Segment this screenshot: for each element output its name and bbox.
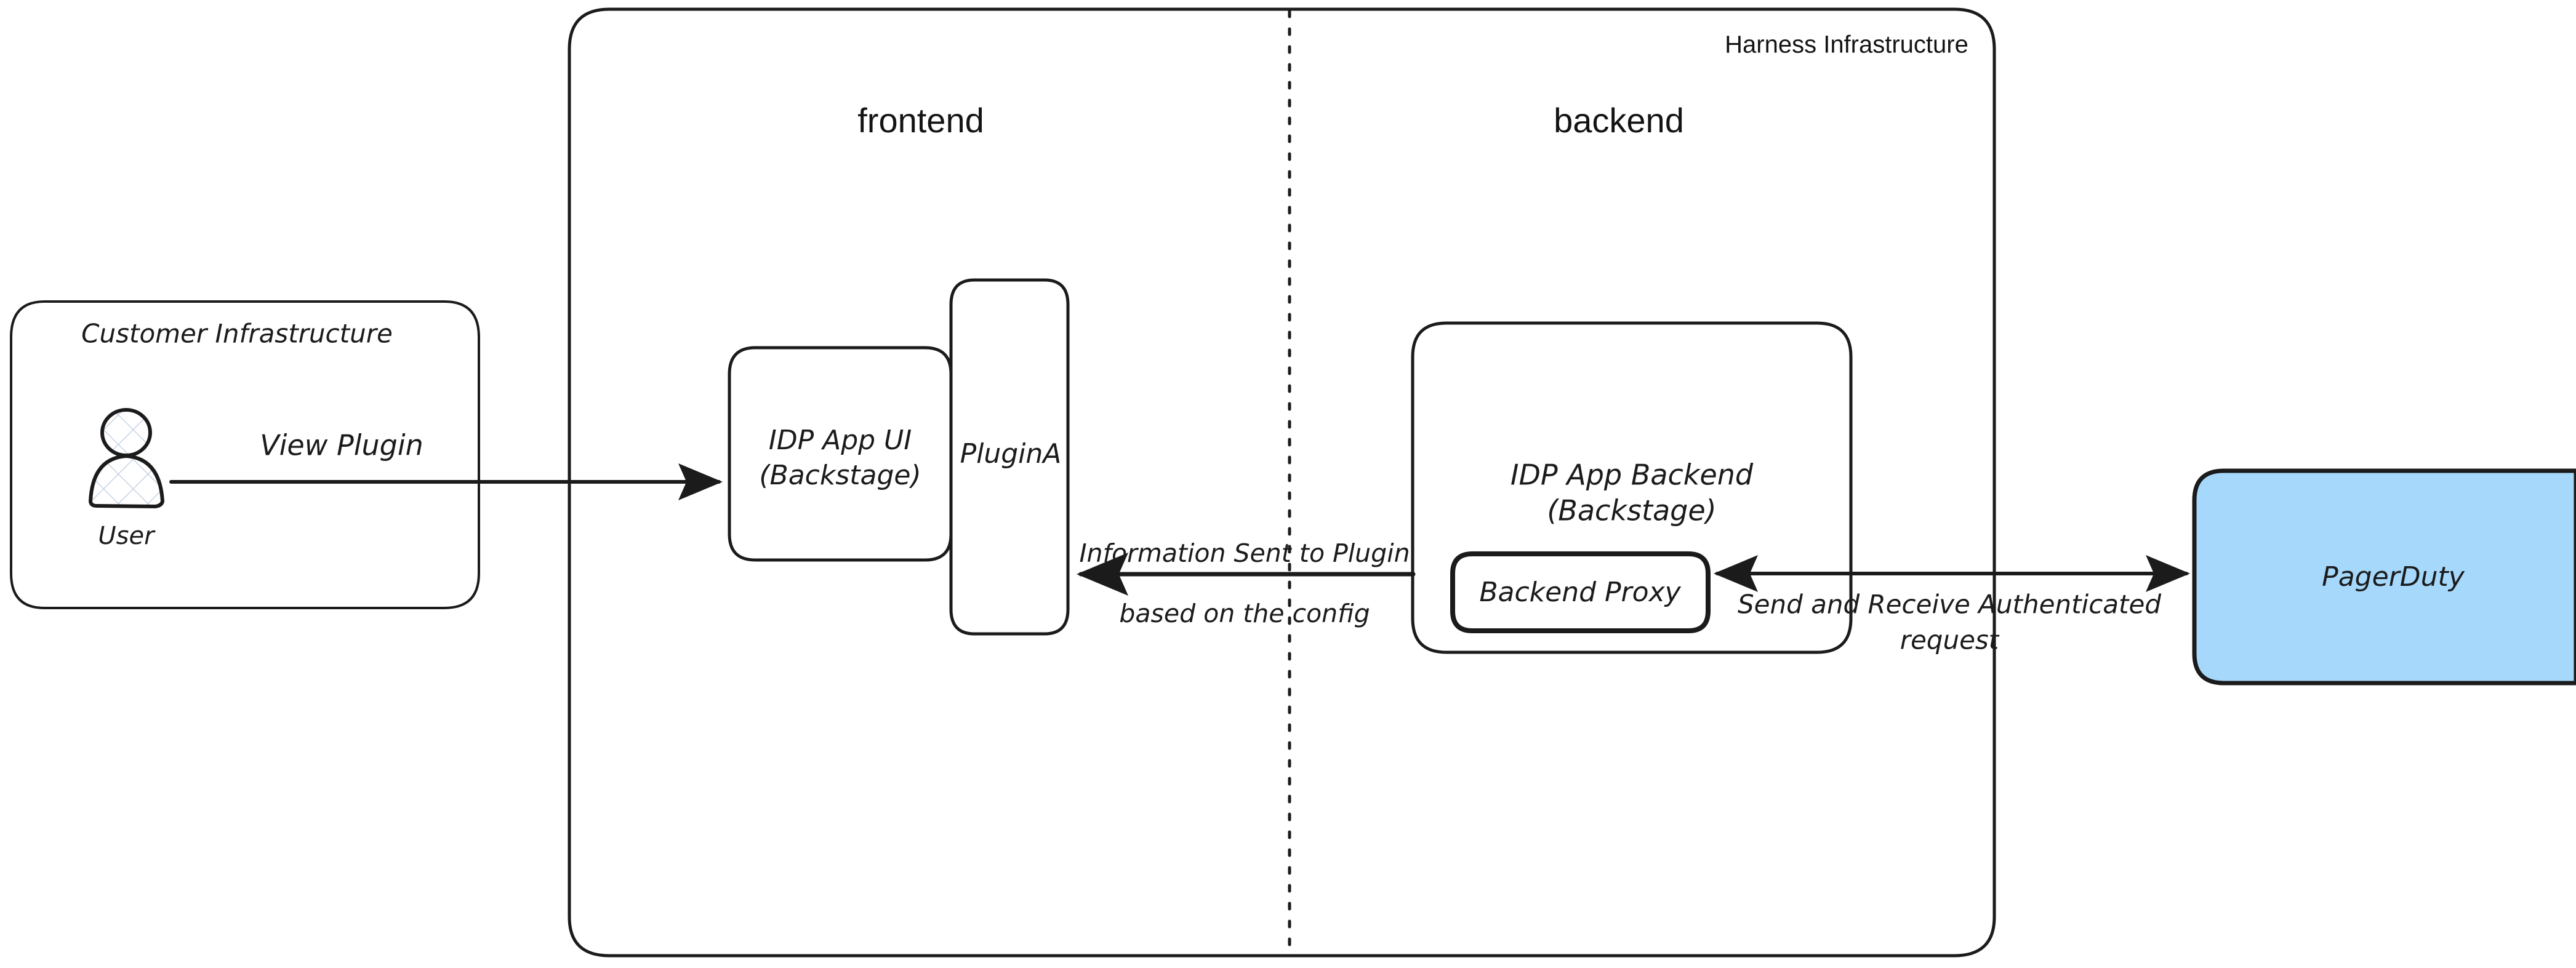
customer-infrastructure-label: Customer Infrastructure bbox=[81, 319, 393, 349]
harness-infrastructure-border bbox=[568, 7, 1996, 958]
plugin-a-border bbox=[949, 278, 1070, 636]
plugin-a-node[interactable]: PluginA bbox=[949, 278, 1070, 636]
backend-proxy-label: Backend Proxy bbox=[1479, 577, 1681, 608]
idp-app-backend-label-line1: IDP App Backend bbox=[1511, 458, 1754, 492]
backend-proxy-border bbox=[1450, 551, 1711, 633]
send-receive-authenticated-request-label-line1: Send and Receive Authenticated bbox=[1738, 590, 2161, 620]
idp-app-ui-label-line1: IDP App UI bbox=[769, 425, 912, 456]
zone-label-backend: backend bbox=[1554, 101, 1684, 140]
send-receive-authenticated-request-label-line2: request bbox=[1900, 625, 2000, 655]
view-plugin-label: View Plugin bbox=[260, 429, 423, 462]
user-head-icon bbox=[100, 408, 152, 457]
idp-app-ui-label-line2: (Backstage) bbox=[759, 460, 921, 491]
idp-app-ui-node[interactable]: IDP App UI (Backstage) bbox=[728, 346, 953, 562]
backend-proxy-node[interactable]: Backend Proxy bbox=[1450, 551, 1711, 633]
idp-app-ui-border bbox=[728, 346, 953, 562]
pagerduty-node[interactable]: PagerDuty bbox=[2192, 468, 2576, 686]
harness-infrastructure-container: Harness Infrastructure bbox=[568, 7, 1996, 958]
user-actor-label: User bbox=[98, 522, 156, 550]
customer-infrastructure-box: Customer Infrastructure bbox=[10, 300, 480, 609]
pagerduty-label: PagerDuty bbox=[2322, 561, 2465, 593]
idp-app-backend-label-line2: (Backstage) bbox=[1547, 494, 1716, 527]
plugin-a-label: PluginA bbox=[960, 438, 1062, 470]
zone-label-frontend: frontend bbox=[857, 101, 984, 140]
information-sent-to-plugin-label-line1: Information Sent to Plugin bbox=[1079, 538, 1410, 568]
edge-view-plugin: View Plugin bbox=[169, 429, 723, 500]
harness-infrastructure-label: Harness Infrastructure bbox=[1725, 31, 1968, 58]
edge-information-sent-to-plugin: Information Sent to Plugin based on the … bbox=[1077, 538, 1416, 628]
information-sent-to-plugin-label-line2: based on the config bbox=[1119, 599, 1370, 628]
edge-send-receive-authenticated-request: Send and Receive Authenticated request bbox=[1714, 555, 2190, 655]
pagerduty-border bbox=[2192, 468, 2576, 686]
customer-infrastructure-border bbox=[10, 300, 480, 609]
user-actor-icon: User bbox=[89, 408, 164, 550]
user-body-icon bbox=[89, 454, 164, 508]
